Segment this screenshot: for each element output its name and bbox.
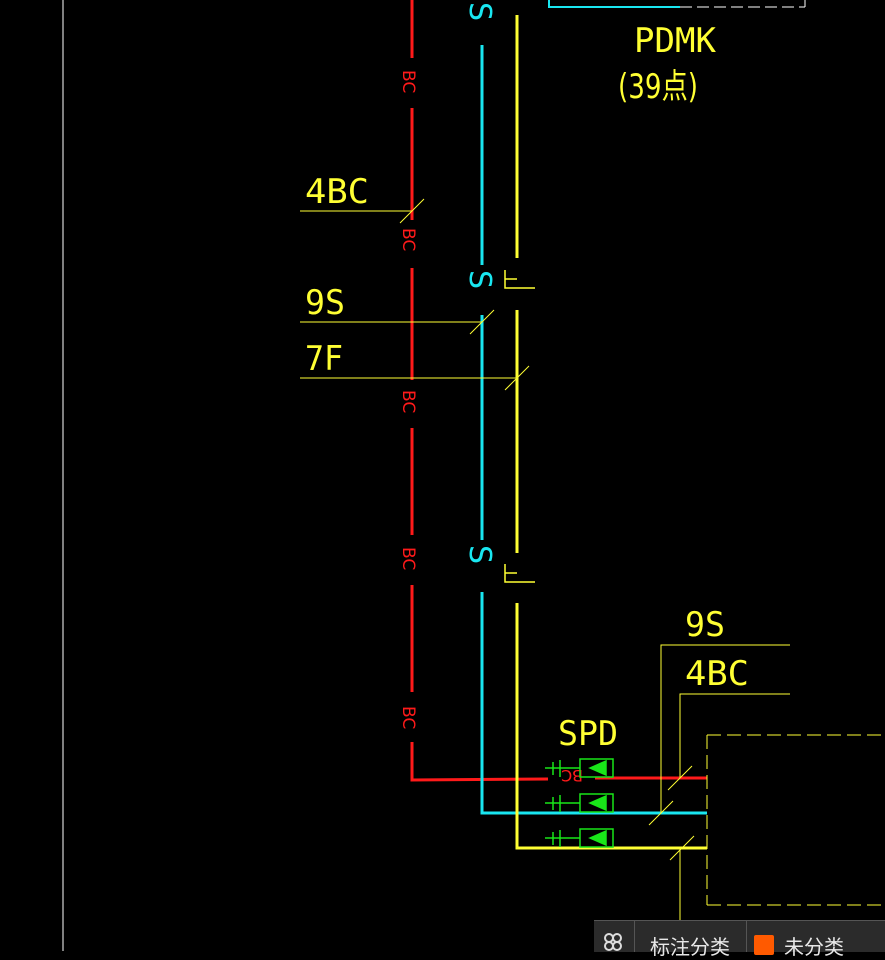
bc-tag-1: BC (398, 70, 418, 93)
leader-right-9s[interactable] (648, 644, 790, 826)
bc-tag-3: BC (398, 390, 418, 413)
annotation-category-icon[interactable] (602, 931, 624, 953)
f-tag-2 (504, 564, 535, 583)
pdmk-box[interactable] (548, 0, 806, 8)
bc-tag-spd: BC (561, 766, 583, 785)
bc-tag-4: BC (398, 547, 418, 570)
leader-right-9s-label: 9S (685, 605, 725, 645)
bc-tag-5: BC (398, 706, 418, 729)
spd-device-1[interactable] (545, 758, 614, 778)
f-cable-line[interactable] (515, 15, 707, 850)
f-bottom-tick (669, 835, 695, 861)
spd-device-3[interactable] (545, 828, 614, 848)
annotation-category-label[interactable]: 标注分类 (650, 935, 730, 959)
s-tag-2: S (462, 270, 497, 289)
bc-cable-line[interactable] (410, 0, 707, 782)
pdmk-points-label: (39点) (618, 67, 698, 107)
leader-7f-label: 7F (305, 339, 343, 379)
leader-4bc-label: 4BC (305, 172, 369, 212)
spd-label: SPD (558, 714, 618, 754)
leader-9s-label: 9S (305, 283, 345, 323)
bar-divider (746, 921, 747, 952)
leader-right-4bc-label: 4BC (685, 654, 749, 694)
annotation-category-bar: 标注分类 未分类 (594, 920, 885, 959)
leader-7f[interactable] (300, 365, 530, 391)
leader-4bc[interactable] (300, 198, 425, 224)
uncategorized-label[interactable]: 未分类 (784, 935, 844, 959)
bar-divider (634, 921, 635, 952)
spd-device-2[interactable] (545, 793, 614, 813)
s-cable-line[interactable] (480, 45, 707, 815)
uncategorized-color-swatch[interactable] (754, 935, 774, 955)
f-tag-1 (504, 270, 535, 289)
bc-tag-2: BC (398, 228, 418, 251)
s-tag-1: S (462, 2, 497, 21)
leader-9s[interactable] (300, 309, 495, 335)
leader-right-4bc[interactable] (667, 693, 790, 791)
s-tag-3: S (462, 545, 497, 564)
pdmk-label: PDMK (634, 21, 717, 61)
dashed-enclosure[interactable] (706, 734, 885, 906)
